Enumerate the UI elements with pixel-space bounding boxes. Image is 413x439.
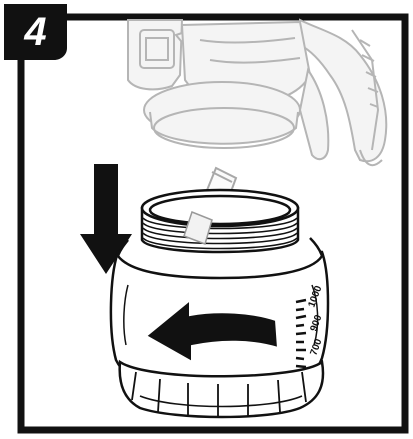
volume-scale bbox=[295, 298, 307, 369]
step-number: 4 bbox=[24, 9, 47, 54]
rotate-arrow-icon bbox=[144, 297, 280, 364]
down-arrow-icon bbox=[80, 164, 132, 274]
tube-inside bbox=[183, 211, 213, 245]
cup-base bbox=[118, 359, 325, 419]
spray-gun-ghost bbox=[127, 18, 388, 167]
cup-contours bbox=[123, 284, 319, 346]
cup-threads bbox=[142, 217, 298, 250]
step-badge: 4 bbox=[4, 4, 67, 60]
step-badge-shape bbox=[4, 4, 67, 60]
